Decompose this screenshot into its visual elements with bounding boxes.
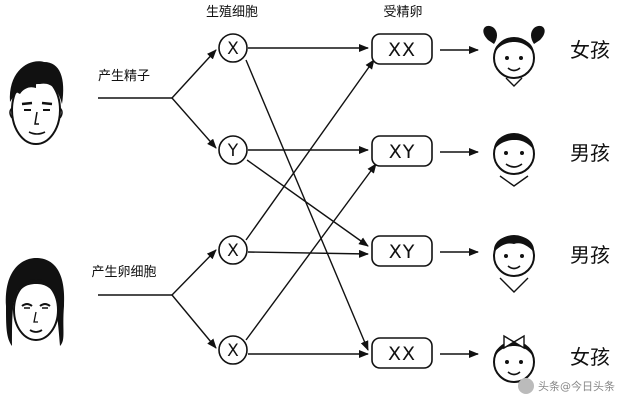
outcome-3: 男孩 [570,243,610,267]
watermark-text: 头条@今日头条 [538,379,615,393]
egg1-to-zygote1-arrow [245,59,375,241]
egg2-to-zygote2-arrow [245,163,377,341]
sperm-y-to-zygote3-arrow [246,159,369,247]
outcome-4: 女孩 [570,345,610,369]
sperm-x-label: X [227,39,239,59]
zygote-3: XY [371,235,433,267]
zygotes-header: 受精卵 [383,5,422,20]
watermark: 头条@今日头条 [518,378,615,394]
zygote-1: XX [371,33,433,65]
mother-path-label: 产生卵细胞 [91,265,156,280]
sperm-x-cell: X [218,33,248,63]
sperm-y-label: Y [227,141,239,161]
father-to-sperm-x-arrow [171,49,217,99]
egg-1-label: X [227,241,239,261]
father-face-icon [9,61,64,145]
boy-face-icon-2 [493,235,535,293]
father-path-label: 产生精子 [98,69,150,84]
mother-to-egg2-arrow [171,294,217,349]
zygote-2-genotype: XY [389,141,416,163]
outcome-1: 女孩 [570,38,610,62]
zygote-4-genotype: XX [388,343,416,365]
mother-to-egg1-arrow [171,249,217,296]
zygote-1-genotype: XX [388,39,416,61]
girl-face-icon-2 [493,334,535,383]
girl-face-icon-1 [483,25,545,87]
father-to-sperm-y-arrow [171,97,217,149]
outcome-2: 男孩 [570,141,610,165]
egg-2-cell: X [218,335,248,365]
zygote-3-genotype: XY [389,241,416,263]
mother-face-icon [5,258,65,346]
zygote-2: XY [371,135,433,167]
gametes-header: 生殖细胞 [206,4,258,20]
egg-1-cell: X [218,235,248,265]
sperm-y-cell: Y [218,135,248,165]
boy-face-icon-1 [493,133,535,187]
egg1-to-zygote3-arrow [247,249,369,258]
zygote-4: XX [371,337,433,369]
egg-2-label: X [227,341,239,361]
sperm-x-to-zygote4-arrow [245,59,369,351]
